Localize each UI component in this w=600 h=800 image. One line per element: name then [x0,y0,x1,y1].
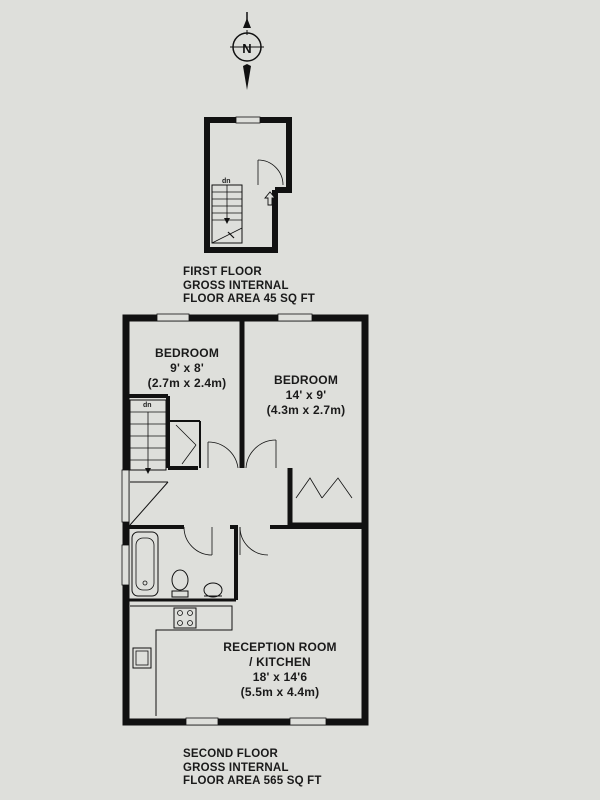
reception-name-line2: / KITCHEN [249,655,311,669]
reception-size-imperial: 18' x 14'6 [252,670,308,684]
bedroom-2-label: BEDROOM 14' x 9' (4.3m x 2.7m) [250,373,362,418]
first-floor-label: FIRST FLOOR GROSS INTERNAL FLOOR AREA 45… [183,266,315,307]
second-floor-label: SECOND FLOOR GROSS INTERNAL FLOOR AREA 5… [183,748,322,789]
second-floor-area-line2: FLOOR AREA 565 SQ FT [183,775,322,787]
north-compass-icon: N [230,12,264,90]
second-floor-stair-label: dn [143,402,152,409]
first-floor-title: FIRST FLOOR [183,266,262,278]
compass-label: N [242,41,251,56]
bedroom-2-size-metric: (4.3m x 2.7m) [266,403,346,417]
bedroom-2-size-imperial: 14' x 9' [285,388,327,402]
second-floor-area-line1: GROSS INTERNAL [183,761,289,774]
reception-name-line1: RECEPTION ROOM [223,640,337,654]
bedroom-2-name: BEDROOM [273,373,339,387]
first-floor-stair-label: dn [222,178,231,185]
first-floor-area-line1: GROSS INTERNAL [183,279,289,292]
reception-kitchen-label: RECEPTION ROOM / KITCHEN 18' x 14'6 (5.5… [200,640,360,700]
second-floor-title: SECOND FLOOR [183,748,279,760]
first-floor-area-line2: FLOOR AREA 45 SQ FT [183,293,316,305]
second-floor-plan [121,313,369,726]
bedroom-1-size-imperial: 9' x 8' [170,361,204,375]
first-floor-plan [204,116,292,253]
bedroom-1-name: BEDROOM [154,346,220,360]
reception-size-metric: (5.5m x 4.4m) [240,685,320,699]
bedroom-1-size-metric: (2.7m x 2.4m) [147,376,227,390]
bedroom-1-label: BEDROOM 9' x 8' (2.7m x 2.4m) [132,346,242,391]
